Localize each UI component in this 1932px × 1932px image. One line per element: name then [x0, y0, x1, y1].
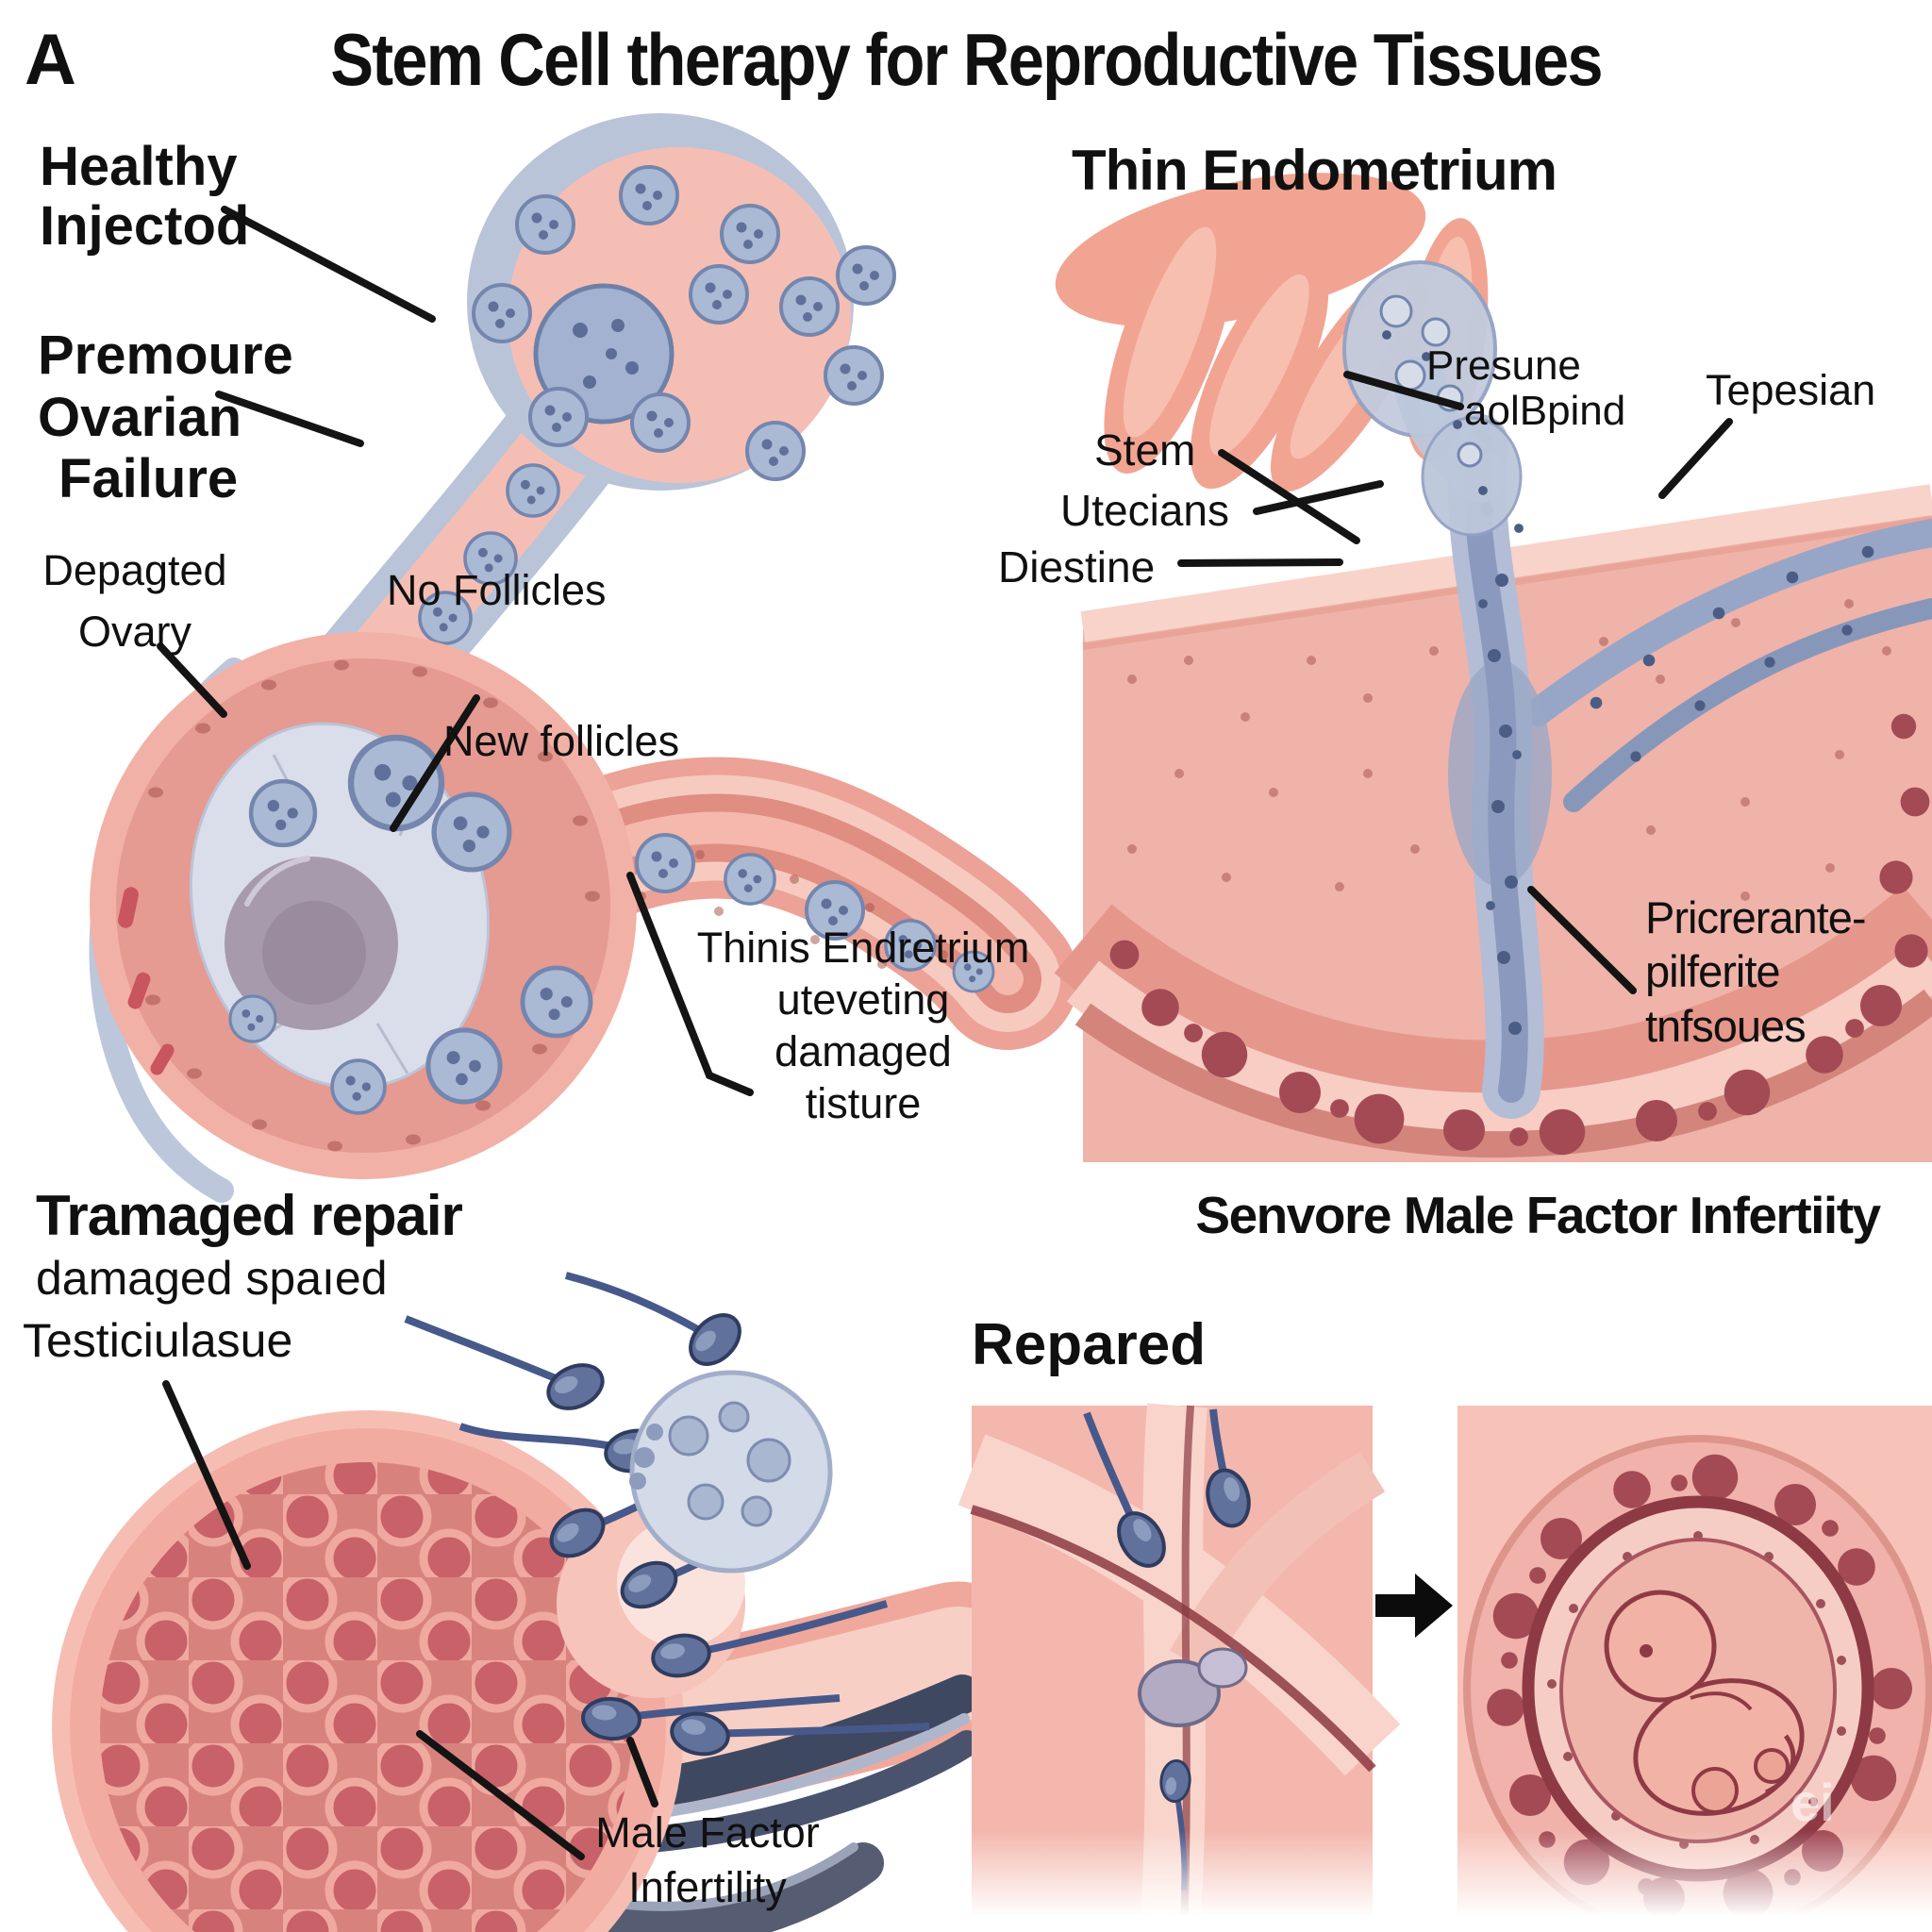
ovary-illustration: [89, 113, 1078, 1203]
label-proliferated-tissues: Pricrerante- pilferite tnfsoues: [1645, 891, 1867, 1053]
panel-letter: A: [25, 20, 76, 100]
leader-premature-ovarian-failure: [215, 391, 364, 447]
male-factor-title: Senvore Male Factor Infertiity: [1195, 1186, 1881, 1244]
label-tepesian: Tepesian: [1706, 366, 1876, 414]
figure-title: Stem Cell therapy for Reproductive Tissu…: [330, 18, 1603, 101]
testis-illustration: [52, 1272, 1041, 1932]
label-male-factor-infertility: Male Factor Infertility: [528, 1806, 887, 1914]
label-new-follicles: New follicles: [443, 717, 680, 765]
panel-fade: [972, 1830, 1373, 1932]
label-line: Ovary: [77, 608, 192, 657]
leader-pressure-applied: [1343, 371, 1464, 410]
endometrium-title: Thin Endometrium: [1072, 139, 1557, 202]
transition-arrow-icon: [1375, 1574, 1453, 1638]
label-line: Presune: [1426, 342, 1581, 389]
injected-stem-cell: [533, 283, 675, 425]
leader-depleted-ovary: [157, 642, 227, 718]
leader-uterians: [1253, 480, 1384, 515]
leader-stem: [1218, 449, 1360, 544]
label-line: Male Factor: [595, 1808, 820, 1857]
label-line: damaged: [774, 1026, 952, 1075]
label-testicular-tissue: Testiciulasue: [23, 1314, 293, 1367]
label-line: Pricrerante-: [1645, 892, 1867, 942]
leader-thin-damaged-tissue: [626, 872, 754, 1096]
endometrium-illustration: [1054, 173, 1932, 1162]
label-line: uteveting: [776, 974, 950, 1024]
leader-proliferated-tissues: [1527, 886, 1637, 994]
leader-male-factor-1: [416, 1730, 585, 1860]
label-premature-ovarian-failure: Premoure Ovarian Failure: [38, 325, 293, 510]
leader-testicular-tissue: [162, 1380, 251, 1570]
label-line: tnfsoues: [1645, 1000, 1807, 1051]
label-line: Depagted: [42, 546, 227, 594]
oocyte: [225, 856, 398, 1030]
leader-diestine: [1177, 558, 1343, 567]
leader-male-factor-2: [626, 1737, 658, 1807]
label-healthy-injected: Healthy Injectod: [40, 136, 250, 257]
label-diestine: Diestine: [998, 542, 1156, 591]
leader-healthy-injected: [221, 206, 436, 323]
label-uterians: Utecians: [1060, 486, 1229, 535]
label-line: Infertility: [628, 1862, 787, 1911]
label-line: Healthy: [40, 136, 238, 197]
leader-new-follicles: [390, 694, 480, 832]
label-no-follicles: No Follicles: [387, 566, 607, 614]
label-line: Premoure: [38, 325, 293, 386]
label-stem: Stem: [1094, 425, 1196, 475]
panel-fade: [1457, 1830, 1932, 1932]
label-line: aolBpind: [1464, 387, 1626, 434]
label-pressure-applied: Presune aolBpind: [1426, 343, 1625, 433]
label-line: Ovarian: [38, 386, 242, 448]
label-thin-damaged-tissue: Thinis Endretrium uteveting damaged tist…: [675, 923, 1052, 1130]
label-line: pilferite: [1645, 946, 1781, 997]
fetus: [1604, 1590, 1805, 1816]
label-line: Failure: [58, 448, 239, 510]
watermark: ei: [1790, 1773, 1835, 1832]
leader-tepesian: [1658, 418, 1733, 499]
label-depleted-ovary: Depagted Ovary: [26, 540, 243, 663]
label-damaged-repair: Tramaged repair: [36, 1184, 463, 1247]
label-damaged-sperm: damaged spaıed: [36, 1252, 388, 1305]
leader-lines: [157, 206, 1733, 1860]
label-line: Thinis Endretrium: [696, 924, 1030, 972]
label-repaired: Repared: [972, 1312, 1207, 1377]
egg-cell: [629, 1370, 833, 1574]
label-line: tisture: [805, 1078, 922, 1127]
label-line: Injectod: [40, 194, 250, 257]
